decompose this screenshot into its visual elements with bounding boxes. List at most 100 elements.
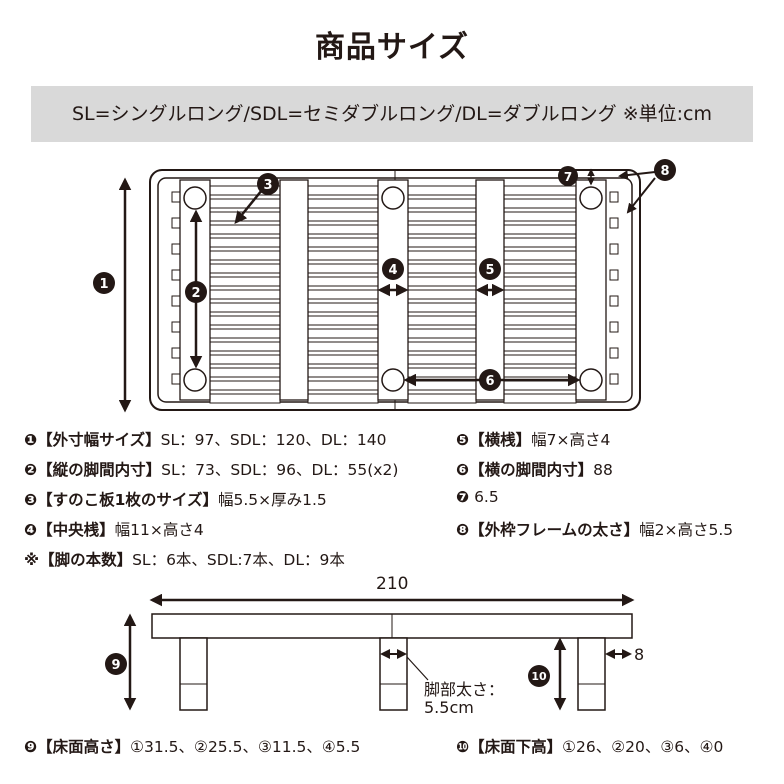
- slat: [307, 315, 379, 326]
- marker-9: 9: [105, 653, 127, 675]
- frame-tab: [609, 347, 619, 359]
- slat: [307, 237, 379, 248]
- slat: [307, 211, 379, 222]
- slat: [209, 380, 281, 391]
- spec-under-clearance: ❿【床面下高】①26、②20、③6、④0: [456, 738, 724, 756]
- slat: [209, 315, 281, 326]
- frame-tab: [609, 373, 619, 385]
- slat: [209, 250, 281, 261]
- slat: [407, 302, 477, 313]
- slat: [407, 289, 477, 300]
- slat: [209, 367, 281, 378]
- slat: [307, 341, 379, 352]
- slat: [503, 185, 577, 196]
- frame-tab: [171, 217, 181, 229]
- svg-text:1: 1: [99, 277, 108, 292]
- slat: [407, 250, 477, 261]
- slat: [209, 237, 281, 248]
- slat: [407, 276, 477, 287]
- frame-tab: [171, 295, 181, 307]
- bed-side-view: [151, 613, 633, 711]
- slat: [407, 328, 477, 339]
- slat: [209, 198, 281, 209]
- slat: [503, 224, 577, 235]
- slat: [503, 328, 577, 339]
- page-title: 商品サイズ: [314, 30, 470, 65]
- slat: [407, 341, 477, 352]
- slat: [407, 354, 477, 365]
- spec-horizontal-leg-gap: ❻【横の脚間内寸】88: [456, 461, 613, 479]
- slat: [503, 393, 577, 404]
- svg-text:9: 9: [111, 658, 120, 673]
- svg-text:8: 8: [660, 164, 669, 179]
- slat: [307, 393, 379, 404]
- frame-tabs-left: [171, 191, 181, 385]
- frame-tab: [609, 295, 619, 307]
- spec-cross-beam: ❺【横桟】幅7×高さ4: [456, 431, 611, 449]
- frame-tab: [171, 347, 181, 359]
- slat: [407, 224, 477, 235]
- slat: [209, 393, 281, 404]
- slat: [307, 328, 379, 339]
- slat: [209, 354, 281, 365]
- slat: [307, 185, 379, 196]
- svg-text:3: 3: [263, 178, 272, 193]
- slat: [407, 315, 477, 326]
- slat: [503, 276, 577, 287]
- svg-text:4: 4: [388, 263, 397, 278]
- svg-text:5: 5: [485, 263, 494, 278]
- slat: [407, 263, 477, 274]
- frame-tabs-right: [609, 191, 619, 385]
- marker-2: 2: [185, 281, 207, 303]
- marker-7: 7: [558, 166, 578, 186]
- frame-tab: [171, 321, 181, 333]
- slat: [209, 341, 281, 352]
- slat: [307, 367, 379, 378]
- slat: [407, 367, 477, 378]
- frame-tab: [171, 269, 181, 281]
- slat: [209, 211, 281, 222]
- slat: [503, 198, 577, 209]
- slat: [407, 237, 477, 248]
- slat: [503, 250, 577, 261]
- slat: [209, 276, 281, 287]
- slat: [407, 211, 477, 222]
- slat: [503, 263, 577, 274]
- svg-text:10: 10: [531, 670, 547, 683]
- slat: [503, 341, 577, 352]
- frame-tab: [171, 243, 181, 255]
- svg-text:6: 6: [485, 374, 494, 389]
- svg-text:7: 7: [564, 170, 572, 184]
- length-label: 210: [376, 574, 409, 594]
- slat: [307, 380, 379, 391]
- svg-text:2: 2: [191, 286, 200, 301]
- marker-4: 4: [382, 258, 404, 280]
- slat: [503, 289, 577, 300]
- spec-frame-thickness: ❽【外枠フレームの太さ】幅2×高さ5.5: [456, 521, 734, 539]
- marker-10: 10: [528, 665, 550, 687]
- slat: [307, 302, 379, 313]
- slat: [209, 289, 281, 300]
- slat: [407, 198, 477, 209]
- spec-vertical-leg-gap: ❷【縦の脚間内寸】SL：73、SDL：96、DL：55(x2): [24, 461, 399, 479]
- marker-1: 1: [93, 272, 115, 294]
- frame-tab: [609, 243, 619, 255]
- frame-tab: [171, 191, 181, 203]
- marker-8: 8: [654, 159, 676, 181]
- frame-tab: [171, 373, 181, 385]
- slat: [503, 380, 577, 391]
- marker-6: 6: [479, 369, 501, 391]
- slat: [307, 224, 379, 235]
- slat: [307, 263, 379, 274]
- unit-banner: SL=シングルロング/SDL=セミダブルロング/DL=ダブルロング ※単位:cm: [31, 86, 753, 142]
- spec-leg-count: ※【脚の本数】SL：6本、SDL:7本、DL：9本: [24, 551, 345, 569]
- slat: [307, 198, 379, 209]
- slat: [307, 289, 379, 300]
- marker-3: 3: [257, 173, 279, 195]
- spec-slat-size: ❸【すのこ板1枚のサイズ】幅5.5×厚み1.5: [24, 491, 327, 509]
- spec-floor-height: ❾【床面高さ】①31.5、②25.5、③11.5、④5.5: [24, 738, 361, 756]
- slat: [209, 224, 281, 235]
- frame-tab: [609, 269, 619, 281]
- spec-center-beam: ❹【中央桟】幅11×高さ4: [24, 521, 204, 539]
